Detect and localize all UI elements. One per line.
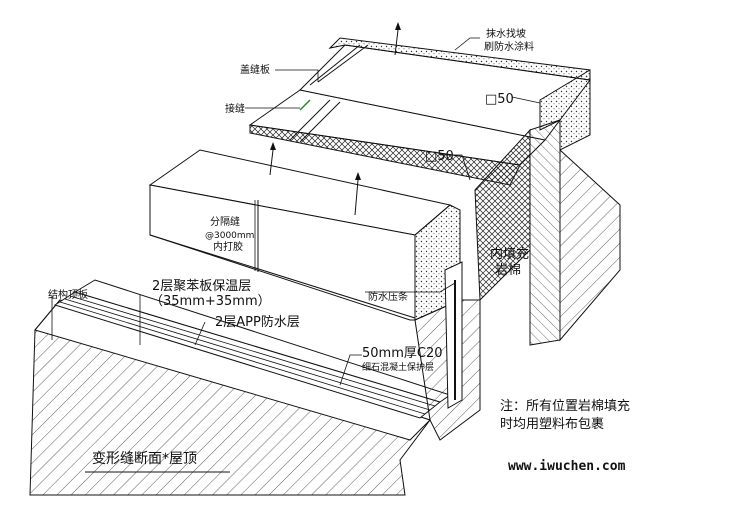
top-joint-cover [248,37,591,186]
left-upstand-wall [414,261,481,441]
label-partition-joint: 分隔缝 [210,215,240,228]
title-text: 变形缝断面*屋顶 [92,451,197,467]
label-joint: 接缝 [225,102,245,115]
label-app-layer: 2层APP防水层 [215,314,300,330]
label-partition-spacing: @3000mm [205,231,254,241]
diagram-title: 变形缝断面*屋顶 [85,451,230,473]
label-concrete-slab: 结构顶板 [48,288,88,301]
note-line-2: 时均用塑料布包裹 [500,417,604,432]
label-insulation-1: 2层聚苯板保温层 [152,279,251,294]
label-cover-plate: 盖缝板 [240,63,270,76]
website-url: www.iwuchen.com [508,459,626,474]
label-dim-50-top: □50 [485,92,514,107]
protective-concrete-block [148,149,461,321]
right-upstand-wall [529,69,621,346]
label-waterproof-coating: 抹水找坡 [486,27,526,40]
leader-lines [51,37,541,386]
insulation-layers [53,279,452,419]
label-protect-2: 细石混凝土保护层 [362,361,434,373]
label-rock-wool-1: 内填充 [490,246,529,262]
left-structural-slab [29,299,431,496]
label-waterproof-coating-2: 刷防水涂料 [484,40,534,53]
label-partition-fill: 内打胶 [213,240,243,253]
slope-arrows [269,22,401,216]
label-rock-wool-2: 岩棉 [495,263,521,278]
label-insulation-2: （35mm+35mm） [150,294,271,309]
label-dim-50-mid: □50 [425,149,454,164]
label-protect-1: 50mm厚C20 [362,346,443,361]
note-line-1: 注：所有位置岩棉填充 [500,398,630,414]
label-waterproof-strip: 防水压条 [368,290,408,303]
